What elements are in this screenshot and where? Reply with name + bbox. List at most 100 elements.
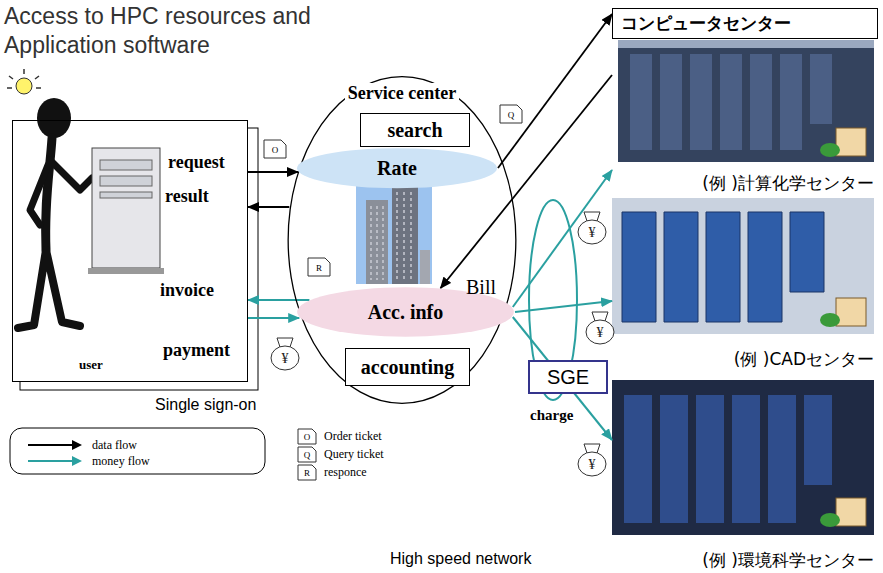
text-slot: Q bbox=[298, 448, 316, 462]
site-tree bbox=[820, 513, 840, 527]
sge-box: SGE bbox=[528, 360, 608, 394]
env-machine-image bbox=[612, 380, 874, 535]
text-slot: Query ticket bbox=[324, 447, 384, 461]
drive-bay bbox=[100, 192, 152, 198]
text-slot: R bbox=[298, 466, 316, 480]
note-label: ¥ bbox=[589, 457, 596, 473]
ellipse-shape bbox=[288, 77, 516, 404]
note-label: ¥ bbox=[597, 325, 604, 341]
supercomputer-image bbox=[618, 40, 874, 162]
text-slot: responce bbox=[324, 465, 367, 479]
ellipse-shape bbox=[297, 148, 497, 188]
node-label: コンピュータセンター bbox=[612, 8, 878, 39]
text-slot: request bbox=[168, 152, 225, 173]
text-slot: payment bbox=[163, 340, 230, 361]
flow-label: invoice bbox=[160, 280, 214, 301]
text-slot: O bbox=[298, 430, 316, 444]
text-slot: Q bbox=[500, 106, 522, 123]
note-label: charge bbox=[530, 406, 573, 424]
legend-money-head bbox=[72, 456, 82, 466]
node-label: search bbox=[387, 118, 442, 142]
building-sky bbox=[356, 180, 432, 284]
node-label: Rate bbox=[377, 156, 417, 180]
env-center: (例 )環境科学センター bbox=[612, 378, 878, 571]
text-slot: invoice bbox=[160, 280, 214, 301]
text-slot: Single sign-on bbox=[155, 395, 256, 414]
note-label: Single sign-on bbox=[155, 395, 256, 414]
cabinet-rows bbox=[622, 212, 824, 322]
user-page-fill bbox=[12, 120, 248, 382]
note-label: Bill bbox=[466, 276, 496, 299]
legend-label: data flow bbox=[92, 438, 137, 452]
bulb-rays bbox=[7, 69, 41, 88]
text-slot: charge bbox=[530, 406, 573, 424]
legend-label: money flow bbox=[92, 454, 150, 468]
note-label: ¥ bbox=[589, 225, 596, 241]
note-label: Q bbox=[508, 110, 515, 120]
node-label: user bbox=[79, 357, 103, 373]
service-center-circle: Service center searchRateAcc. info account… bbox=[287, 75, 517, 405]
text-slot: ¥ bbox=[582, 224, 602, 242]
money-flow-arrow bbox=[513, 317, 612, 440]
flow-label: result bbox=[165, 186, 209, 207]
search-box: search bbox=[360, 113, 470, 147]
text-slot: ¥ bbox=[582, 456, 602, 474]
note-label: O bbox=[272, 145, 279, 155]
note-label: R bbox=[304, 468, 310, 478]
legend-label: Query ticket bbox=[324, 447, 384, 461]
text-slot: money flow bbox=[92, 454, 150, 468]
ticket-icon bbox=[264, 140, 286, 158]
money-flow-arrow bbox=[515, 301, 612, 312]
text-slot: O bbox=[264, 141, 286, 158]
user-head bbox=[37, 98, 71, 138]
ticket-icon bbox=[298, 429, 316, 444]
supercomputer-strip bbox=[618, 40, 874, 48]
money-bag bbox=[578, 220, 606, 244]
text-slot: Access to HPC resources and Application … bbox=[4, 2, 334, 60]
money-flow-arrow bbox=[248, 317, 299, 319]
legend-data-line bbox=[28, 444, 74, 446]
ticket-icon bbox=[298, 447, 316, 462]
site-tree bbox=[820, 143, 840, 157]
node-label: accounting bbox=[361, 355, 454, 379]
legend-label: responce bbox=[324, 465, 367, 479]
note-label: O bbox=[304, 432, 311, 442]
site-building bbox=[836, 498, 866, 526]
legend-label: Order ticket bbox=[324, 429, 382, 443]
money-flow-arrow bbox=[248, 299, 309, 301]
note-label: ¥ bbox=[282, 351, 289, 367]
drive-bay bbox=[100, 160, 152, 170]
building-windows bbox=[371, 192, 411, 280]
cabinet-panels bbox=[630, 54, 832, 150]
node-label: (例 )計算化学センター bbox=[702, 173, 874, 194]
node-label: (例 )CADセンター bbox=[734, 349, 874, 370]
computer-base bbox=[88, 268, 164, 274]
data-flow-arrow bbox=[248, 206, 289, 208]
site-building bbox=[836, 298, 866, 326]
user-arms bbox=[30, 160, 92, 225]
computer-center: コンピュータセンター (例 )計算化学センター bbox=[612, 8, 878, 194]
node-label: Service center bbox=[345, 83, 459, 104]
note-label: R bbox=[316, 263, 322, 273]
legend-box bbox=[10, 428, 265, 474]
text-slot: Order ticket bbox=[324, 429, 382, 443]
money-bag bbox=[271, 346, 299, 370]
text-slot: result bbox=[165, 186, 209, 207]
legend-data-head bbox=[72, 440, 82, 450]
cad-center: (例 )CADセンター bbox=[612, 196, 878, 370]
computer-tower bbox=[92, 148, 160, 268]
ticket-icon bbox=[298, 465, 316, 480]
rate-ellipse: Rate bbox=[296, 148, 498, 188]
idea-bulb bbox=[16, 78, 32, 94]
drive-bay bbox=[100, 176, 152, 186]
text-slot: High speed network bbox=[390, 549, 531, 568]
cabinet-panels bbox=[624, 395, 832, 523]
ticket-icon bbox=[500, 105, 522, 123]
user-body bbox=[46, 138, 52, 250]
site-building bbox=[836, 128, 866, 156]
site-tree bbox=[820, 313, 840, 327]
diagram-title: Access to HPC resources and Application … bbox=[4, 2, 334, 60]
node-label: Acc. info bbox=[368, 300, 444, 324]
building-low bbox=[420, 250, 430, 284]
